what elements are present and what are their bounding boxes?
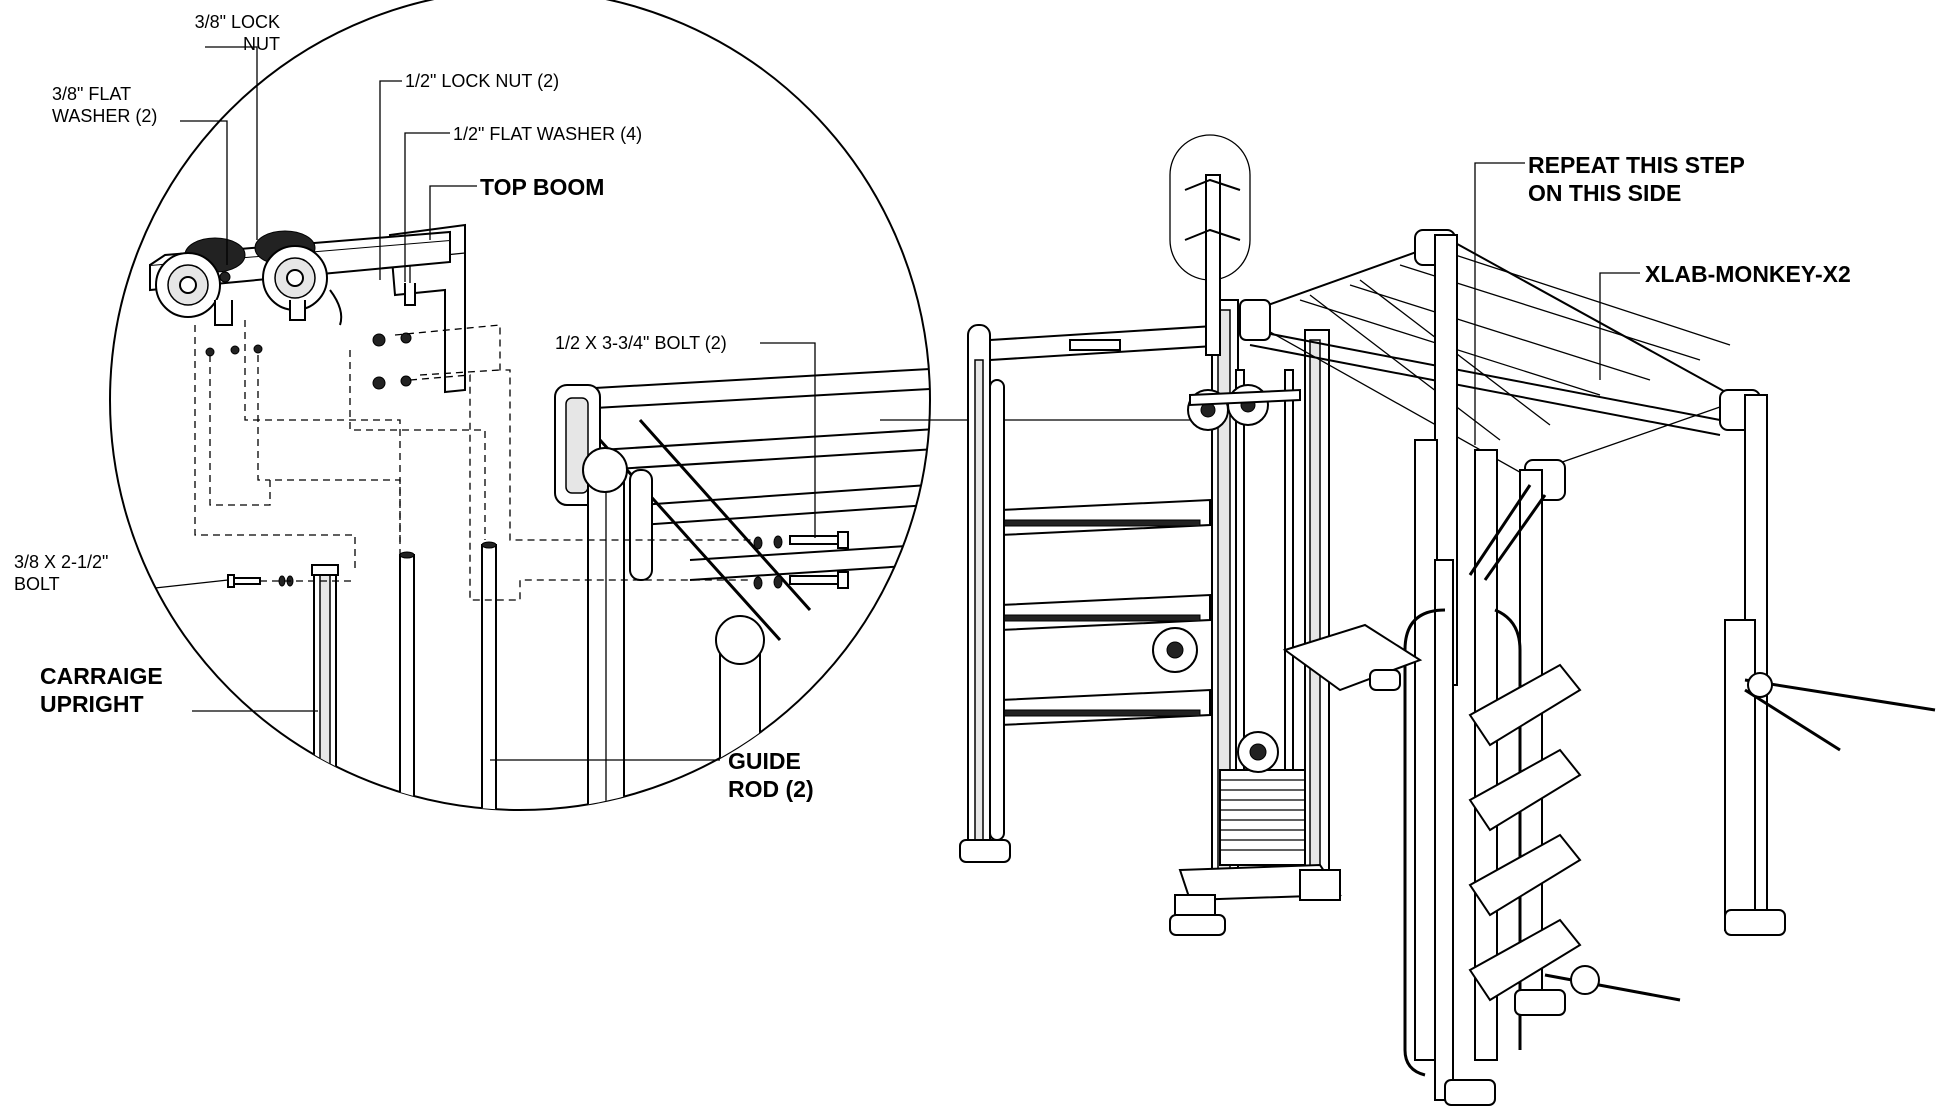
- label-carraige-upright-text: CARRAIGE UPRIGHT: [40, 663, 163, 717]
- detail-leader-lines: [154, 46, 816, 761]
- detail-circle: [109, 0, 931, 811]
- detail-view: [109, 0, 1190, 811]
- pulley-left: [155, 237, 246, 318]
- center-pulley-tower: [1152, 299, 1342, 936]
- guide-rod-right: [481, 544, 497, 810]
- label-38-bolt-text: 3/8 X 2-1/2" BOLT: [14, 552, 109, 594]
- carriage-upright: [311, 564, 339, 810]
- assembly-paths: [194, 320, 752, 601]
- weight-stack: [1219, 769, 1306, 866]
- left-frame-panel: [959, 324, 1231, 863]
- guide-rod-left: [399, 554, 415, 810]
- label-model-name: XLAB-MONKEY-X2: [1645, 261, 1851, 287]
- label-guide-rod: GUIDE ROD (2): [728, 748, 858, 803]
- label-12-lock-nut: 1/2" LOCK NUT (2): [405, 71, 560, 91]
- label-12-bolt: 1/2 X 3-3/4" BOLT (2): [555, 333, 727, 353]
- label-38-flat-washer: 3/8" FLAT WASHER (2): [52, 84, 182, 127]
- bolt-three-eighths: [227, 574, 261, 588]
- bolt-half-inch: [789, 531, 849, 589]
- label-guide-rod-text: GUIDE ROD (2): [728, 748, 814, 802]
- hardware-parts: [205, 271, 783, 590]
- front-ladder: [1282, 439, 1681, 1106]
- label-carraige-upright: CARRAIGE UPRIGHT: [40, 663, 210, 718]
- pulley-carriage: [149, 230, 451, 326]
- label-38-lock-nut: 3/8" LOCK NUT: [130, 12, 280, 55]
- label-38-bolt: 3/8 X 2-1/2" BOLT: [14, 552, 154, 595]
- label-38-lock-nut-text: 3/8" LOCK NUT: [194, 12, 280, 54]
- label-repeat-step-text: REPEAT THIS STEP ON THIS SIDE: [1528, 152, 1745, 206]
- label-top-boom: TOP BOOM: [480, 174, 605, 200]
- storage-post: [1169, 134, 1251, 356]
- monkey-rig-machine: [959, 134, 1936, 1106]
- detail-frame-tubes: [559, 364, 930, 581]
- guide-rods: [399, 541, 497, 810]
- machine-leader-lines: [1474, 162, 1640, 445]
- label-38-flat-washer-text: 3/8" FLAT WASHER (2): [52, 84, 158, 126]
- label-12-flat-washer: 1/2" FLAT WASHER (4): [453, 124, 643, 144]
- label-repeat-step: REPEAT THIS STEP ON THIS SIDE: [1528, 152, 1788, 207]
